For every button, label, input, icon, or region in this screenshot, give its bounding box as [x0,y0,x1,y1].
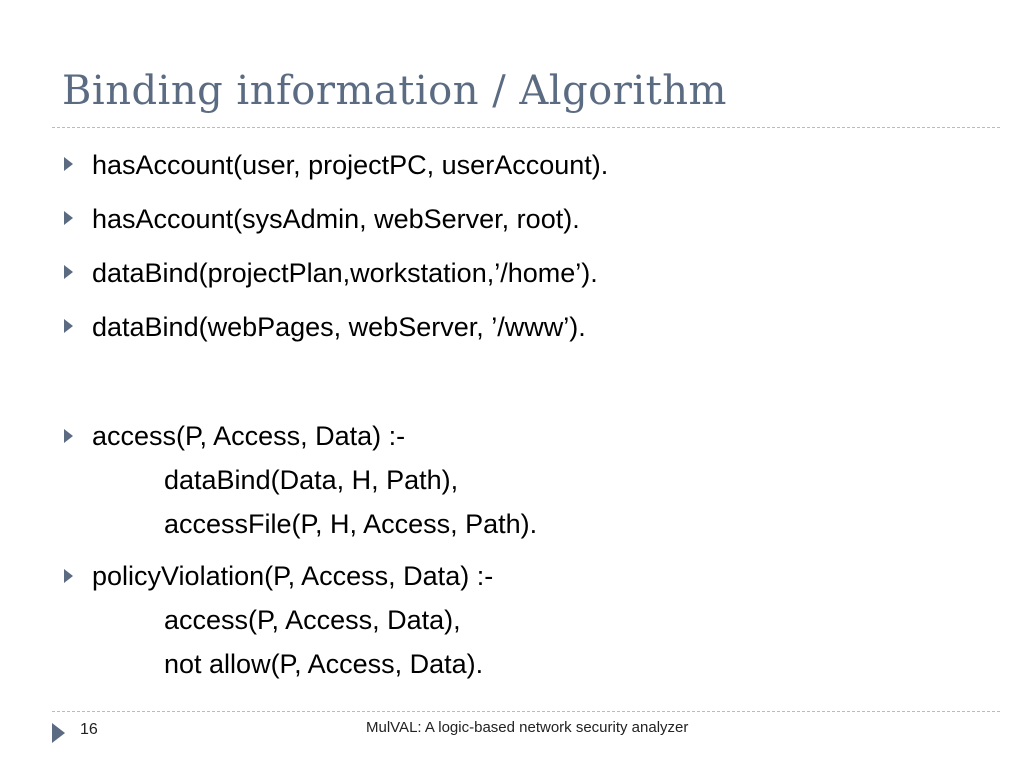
rule-body-line: accessFile(P, H, Access, Path). [164,509,538,539]
rule-head: access(P, Access, Data) :- [92,421,406,451]
triangle-right-icon [64,429,73,443]
triangle-right-icon [64,319,73,333]
rule-body-line: access(P, Access, Data), [164,605,461,635]
spacer [62,358,962,414]
bullet-item-4: dataBind(webPages, webServer, ’/www’). [62,304,962,350]
bullet-item-5: access(P, Access, Data) :- dataBind(Data… [62,414,962,546]
slide-title: Binding information / Algorithm [62,68,727,114]
triangle-right-icon [64,157,73,171]
rule-body-line: not allow(P, Access, Data). [164,649,484,679]
footer-text: MulVAL: A logic-based network security a… [366,719,689,736]
footer-divider [52,711,1000,712]
triangle-right-icon [64,569,73,583]
title-divider [52,127,1000,128]
bullet-text: hasAccount(sysAdmin, webServer, root). [92,204,580,234]
bullet-item-1: hasAccount(user, projectPC, userAccount)… [62,142,962,188]
bullet-item-3: dataBind(projectPlan,workstation,’/home’… [62,250,962,296]
bullet-list: hasAccount(user, projectPC, userAccount)… [62,142,962,694]
bullet-text: dataBind(webPages, webServer, ’/www’). [92,312,586,342]
bullet-text: dataBind(projectPlan,workstation,’/home’… [92,258,598,288]
rule-head: policyViolation(P, Access, Data) :- [92,561,494,591]
bullet-item-6: policyViolation(P, Access, Data) :- acce… [62,554,962,686]
triangle-right-icon [64,211,73,225]
bullet-item-2: hasAccount(sysAdmin, webServer, root). [62,196,962,242]
bullet-text: hasAccount(user, projectPC, userAccount)… [92,150,609,180]
page-number: 16 [80,721,98,738]
triangle-right-icon [64,265,73,279]
triangle-right-icon [52,723,65,743]
rule-body-line: dataBind(Data, H, Path), [164,465,459,495]
